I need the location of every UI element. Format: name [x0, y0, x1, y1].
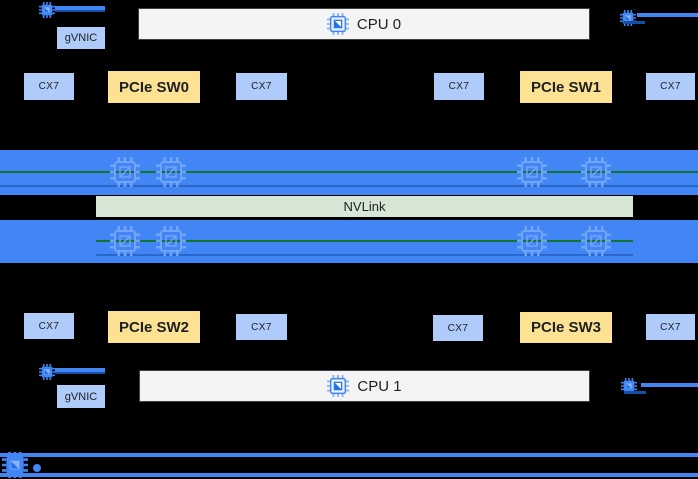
pcie-trace-line	[96, 254, 633, 256]
pcie-switch0-node: PCIe SW0	[108, 71, 200, 103]
cpu-chip-icon	[327, 375, 350, 397]
network-link-line	[637, 13, 698, 17]
gpu-chip-icon	[110, 224, 140, 258]
cx7-nic-node: CX7	[236, 73, 287, 100]
network-port-icon	[39, 364, 55, 380]
pcie-switch1-label: PCIe SW1	[530, 78, 602, 96]
cx7-nic-node: CX7	[646, 73, 695, 100]
network-link-line	[641, 383, 698, 387]
pcie-trace-line	[0, 185, 698, 187]
cx7-label: CX7	[38, 320, 60, 332]
nvlink-label: NVLink	[343, 199, 386, 214]
nvlink-node: NVLink	[96, 196, 633, 217]
gvnic-node: gVNIC	[57, 385, 105, 408]
pcie-switch3-label: PCIe SW3	[530, 319, 602, 336]
network-link-line	[623, 21, 645, 24]
cx7-label: CX7	[251, 321, 272, 333]
cpu-chip-icon	[326, 13, 349, 35]
gvnic-label: gVNIC	[64, 32, 98, 44]
cx7-label: CX7	[251, 81, 272, 92]
gpu-chip-icon	[156, 155, 186, 189]
cx7-label: CX7	[660, 81, 681, 92]
nvlink-trace-line	[0, 171, 698, 173]
network-link-line	[55, 368, 105, 374]
cx7-nic-node: CX7	[433, 315, 483, 341]
cx7-nic-node: CX7	[24, 73, 74, 100]
gpu-chip-icon	[517, 155, 547, 189]
network-port-icon	[39, 2, 55, 18]
gpu-chip-icon	[156, 224, 186, 258]
cpu1-label: CPU 1	[357, 377, 402, 395]
gvnic-node: gVNIC	[57, 27, 105, 49]
pcie-switch2-label: PCIe SW2	[118, 318, 190, 336]
pcie-switch1-node: PCIe SW1	[520, 71, 612, 103]
cx7-nic-node: CX7	[236, 314, 287, 340]
cx7-label: CX7	[660, 321, 681, 333]
cpu1-node: CPU 1	[139, 370, 590, 402]
bottom-bus-line	[0, 453, 698, 457]
pcie-switch0-label: PCIe SW0	[118, 78, 190, 96]
connector-dot	[33, 464, 41, 472]
cx7-label: CX7	[448, 81, 470, 92]
gpu-chip-icon	[581, 155, 611, 189]
network-link-line	[55, 6, 105, 12]
cx7-label: CX7	[447, 322, 469, 334]
cx7-nic-node: CX7	[646, 314, 695, 340]
cx7-nic-node: CX7	[24, 313, 74, 339]
gpu-chip-icon	[581, 224, 611, 258]
gvnic-label: gVNIC	[64, 390, 98, 403]
pcie-switch3-node: PCIe SW3	[520, 312, 612, 343]
gpu-chip-icon	[110, 155, 140, 189]
chip-icon	[2, 452, 28, 478]
cx7-nic-node: CX7	[434, 73, 484, 100]
nvlink-trace-line	[96, 240, 633, 242]
bottom-bus-line	[0, 473, 698, 477]
cx7-label: CX7	[38, 81, 60, 92]
network-port-icon	[620, 10, 636, 26]
network-link-line	[624, 391, 646, 394]
cpu0-node: CPU 0	[138, 8, 590, 40]
gpu-chip-icon	[517, 224, 547, 258]
pcie-switch2-node: PCIe SW2	[108, 311, 200, 343]
cpu0-label: CPU 0	[356, 15, 402, 33]
